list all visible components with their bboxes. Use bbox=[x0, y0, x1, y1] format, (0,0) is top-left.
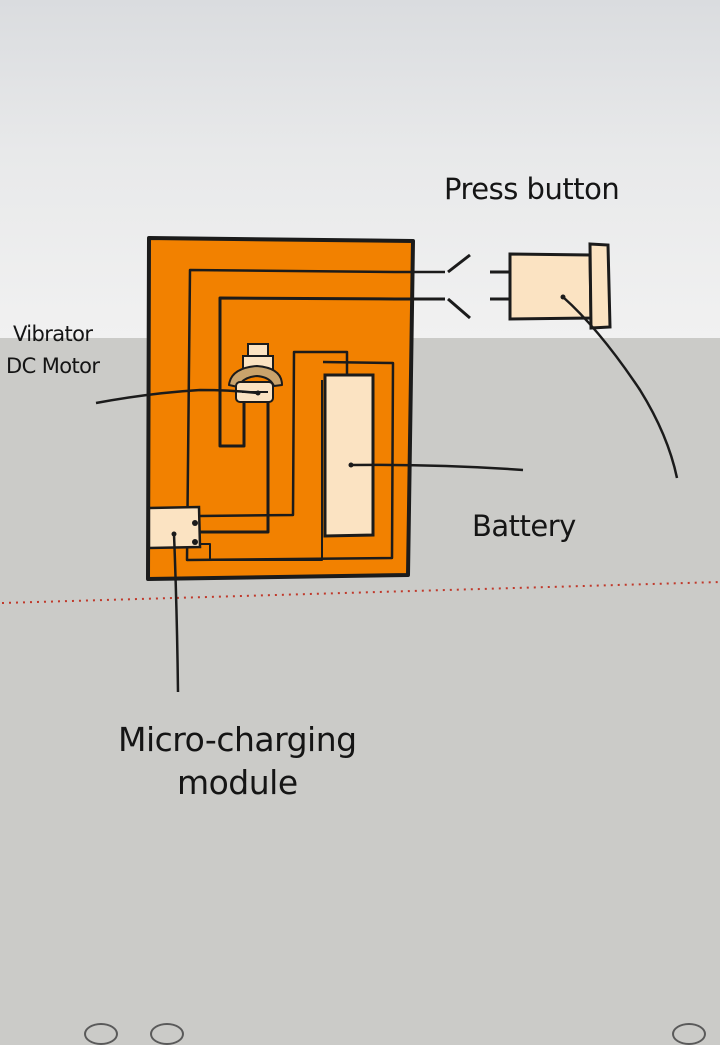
switch-contacts bbox=[447, 253, 510, 320]
leader-battery bbox=[350, 463, 524, 472]
leader-press-button bbox=[562, 296, 679, 479]
label-micro-charging-module: Micro-charging module bbox=[118, 718, 357, 804]
bottom-nub-left bbox=[84, 1023, 118, 1045]
wire-motor-to-module bbox=[200, 395, 270, 534]
bottom-nub-right bbox=[672, 1023, 706, 1045]
label-vibrator-line1: Vibrator bbox=[12, 322, 93, 346]
dotted-reference-line bbox=[1, 581, 720, 604]
leader-micro-module bbox=[172, 533, 180, 693]
label-micro-line2: module bbox=[176, 763, 298, 802]
wire-switch-to-motor bbox=[218, 296, 445, 448]
label-vibrator-motor: Vibrator DC Motor bbox=[6, 318, 100, 382]
wire-outer-loop bbox=[185, 268, 445, 562]
micro-charging-module bbox=[147, 505, 202, 550]
label-vibrator-line2: DC Motor bbox=[6, 354, 100, 378]
bottom-edge bbox=[0, 1023, 720, 1045]
wire-module-to-battery bbox=[199, 350, 349, 518]
label-press-button: Press button bbox=[444, 172, 620, 206]
label-battery: Battery bbox=[472, 509, 576, 543]
bottom-nub-middle bbox=[150, 1023, 184, 1045]
press-button-part bbox=[508, 242, 612, 330]
leader-vibrator-motor bbox=[95, 388, 259, 405]
battery-cell bbox=[323, 373, 375, 538]
label-micro-line1: Micro-charging bbox=[118, 720, 357, 759]
wire-lower-loop bbox=[200, 380, 323, 561]
